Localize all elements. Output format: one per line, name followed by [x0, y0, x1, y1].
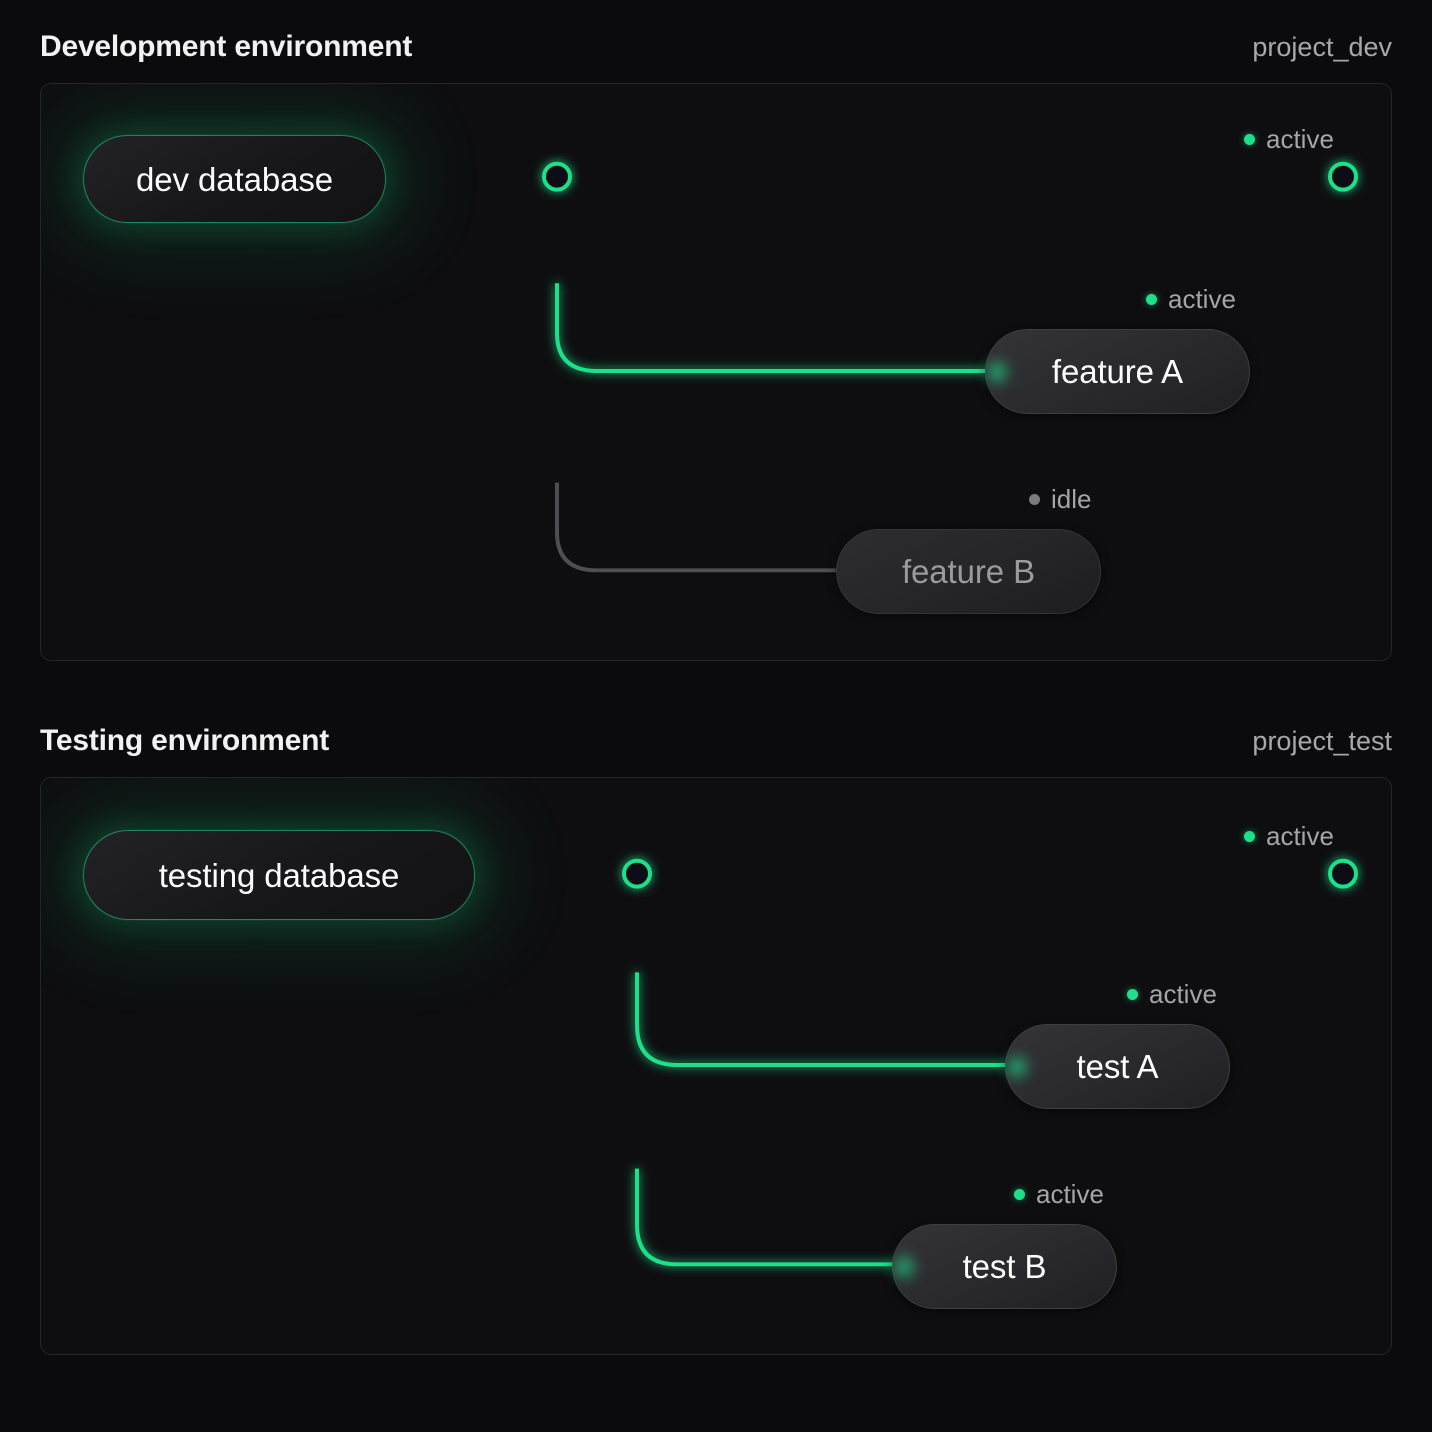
status-label: idle	[1051, 484, 1092, 514]
node-dev-database[interactable]: dev database	[83, 135, 386, 223]
node-testing-database[interactable]: testing database	[83, 830, 475, 920]
status-label: active	[1266, 124, 1334, 154]
node-test-a-label: test A	[1076, 1048, 1159, 1085]
status-feature-a: active	[1146, 286, 1236, 312]
testing-connection-canvas	[41, 778, 1391, 1354]
project-name-development: project_dev	[1252, 32, 1392, 62]
status-test-trunk: active	[1244, 823, 1334, 849]
testing-header: Testing environment project_test	[40, 694, 1392, 756]
status-dot-active	[1146, 293, 1157, 305]
status-test-a: active	[1127, 981, 1217, 1007]
node-feature-b-label: feature B	[901, 553, 1036, 590]
status-test-b: active	[1014, 1181, 1104, 1207]
status-label: active	[1168, 284, 1236, 314]
node-test-a[interactable]: test A	[1000, 1024, 1230, 1109]
node-feature-a[interactable]: feature A	[980, 329, 1250, 414]
node-feature-b[interactable]: feature B	[836, 529, 1101, 614]
page-title-development: Development environment	[40, 30, 413, 63]
status-dot-active	[1127, 988, 1138, 1000]
development-connection-canvas	[41, 84, 1391, 660]
node-test-b[interactable]: test B	[887, 1224, 1117, 1309]
status-feature-b: idle	[1029, 486, 1091, 512]
status-dot-active	[1014, 1188, 1025, 1200]
development-graph-panel: dev database active active feature A idl…	[40, 83, 1392, 661]
project-name-testing: project_test	[1252, 726, 1392, 756]
testing-graph-panel: testing database active active test A ac…	[40, 777, 1392, 1355]
page-title-testing: Testing environment	[40, 724, 330, 757]
status-dot-idle	[1029, 493, 1040, 505]
node-testing-database-label: testing database	[158, 856, 400, 894]
section-testing: Testing environment project_test	[40, 694, 1392, 1355]
section-development: Development environment project_dev	[40, 0, 1392, 661]
node-feature-a-label: feature A	[1051, 353, 1184, 390]
status-label: active	[1036, 1179, 1104, 1209]
status-dot-active	[1244, 133, 1255, 145]
development-header: Development environment project_dev	[40, 0, 1392, 62]
node-dev-database-label: dev database	[136, 160, 333, 198]
status-label: active	[1149, 979, 1217, 1009]
status-dev-trunk: active	[1244, 126, 1334, 152]
status-label: active	[1266, 821, 1334, 851]
status-dot-active	[1244, 830, 1255, 842]
node-test-b-label: test B	[962, 1248, 1047, 1285]
